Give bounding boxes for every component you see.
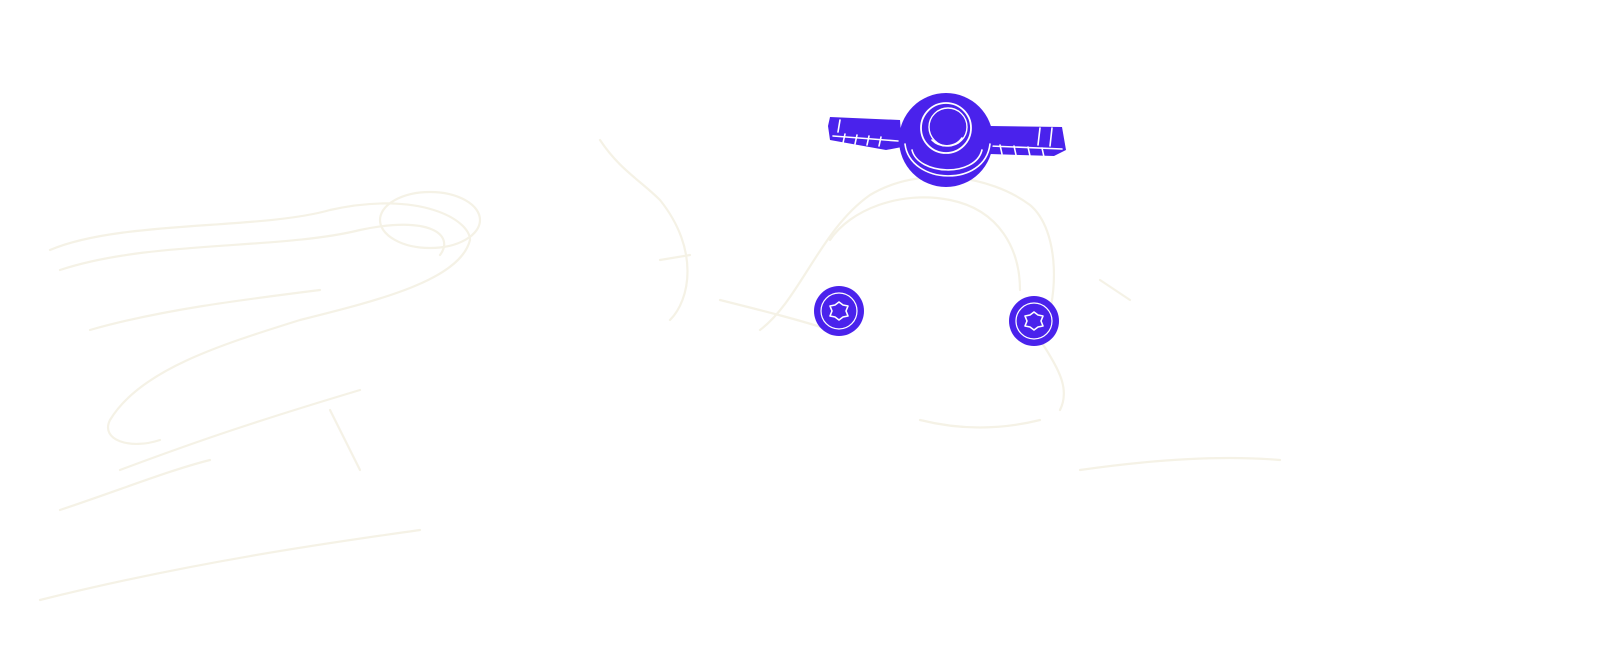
knob-hub bbox=[899, 93, 993, 187]
ghost-assembly bbox=[38, 138, 1282, 602]
knob-left-arm bbox=[828, 117, 902, 150]
ghost-assembly-body bbox=[598, 138, 1282, 472]
screw-left-part bbox=[814, 286, 864, 336]
ghost-hose-clamp bbox=[38, 190, 482, 602]
screw-right-part bbox=[1009, 296, 1059, 346]
handle-knob-part bbox=[828, 93, 1066, 187]
knob-right-arm bbox=[985, 126, 1066, 158]
